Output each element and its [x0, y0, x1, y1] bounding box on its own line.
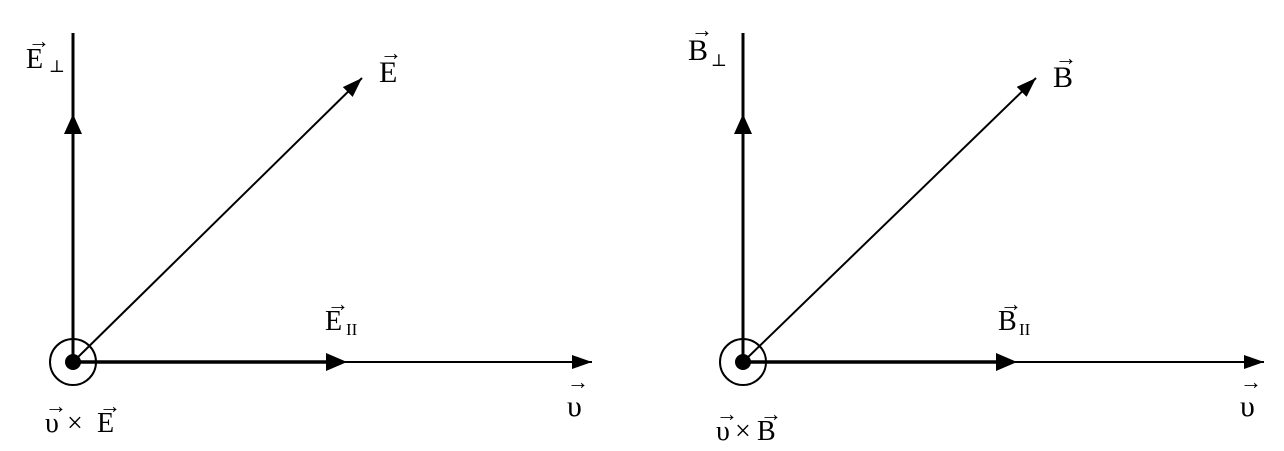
svg-text:B: B	[998, 306, 1017, 337]
svg-text:υ: υ	[567, 390, 582, 423]
svg-text:→: →	[99, 393, 121, 418]
svg-text:→: →	[45, 393, 67, 418]
svg-text:→: →	[28, 28, 50, 53]
parallel-label: → E II	[325, 291, 358, 339]
svg-text:⊥: ⊥	[49, 57, 65, 76]
svg-text:υ: υ	[45, 408, 59, 439]
out-of-page-dot	[735, 354, 751, 370]
field-vector-line	[742, 77, 1037, 363]
svg-text:→: →	[327, 291, 349, 316]
svg-text:→: →	[691, 17, 713, 42]
svg-text:B: B	[757, 416, 776, 447]
svg-text:⊥: ⊥	[711, 51, 727, 70]
svg-text:B: B	[1053, 61, 1073, 94]
svg-text:→: →	[716, 401, 738, 426]
velocity-label: → υ	[1240, 369, 1262, 423]
parallel-arrowhead	[326, 353, 347, 371]
svg-text:υ: υ	[716, 416, 730, 447]
parallel-label: → B II	[998, 291, 1031, 339]
svg-text:→: →	[1055, 45, 1077, 70]
perp-arrowhead	[734, 114, 752, 134]
out-of-page-ring	[719, 338, 767, 386]
out-of-page-ring	[49, 338, 97, 386]
diagram-electric: → E ⊥ → E → E II → υ → υ × → E	[26, 28, 592, 439]
field-label: → B	[1053, 45, 1077, 94]
svg-text:E: E	[26, 44, 43, 75]
svg-text:υ: υ	[1240, 390, 1255, 423]
cross-product-label: → υ × → E	[45, 393, 121, 439]
out-of-page-dot	[65, 354, 81, 370]
field-label: → E	[379, 40, 402, 89]
perp-arrowhead	[64, 114, 82, 134]
field-vector-line	[72, 77, 363, 363]
svg-text:E: E	[97, 408, 114, 439]
svg-text:E: E	[325, 306, 342, 337]
svg-text:→: →	[1240, 369, 1262, 394]
svg-text:II: II	[346, 320, 358, 339]
perp-label: → B ⊥	[688, 17, 727, 70]
cross-product-label: → υ × → B	[716, 401, 782, 447]
svg-text:×: ×	[67, 408, 83, 439]
svg-text:→: →	[567, 369, 589, 394]
svg-text:→: →	[380, 40, 402, 65]
diagram-magnetic: → B ⊥ → B → B II → υ → υ × → B	[688, 17, 1264, 447]
svg-text:B: B	[688, 34, 708, 67]
svg-text:×: ×	[735, 416, 751, 447]
svg-text:II: II	[1019, 320, 1031, 339]
velocity-label: → υ	[567, 369, 589, 423]
perp-label: → E ⊥	[26, 28, 65, 76]
svg-text:→: →	[760, 401, 782, 426]
parallel-arrowhead	[996, 353, 1017, 371]
svg-text:E: E	[379, 56, 397, 89]
svg-text:→: →	[1000, 291, 1022, 316]
